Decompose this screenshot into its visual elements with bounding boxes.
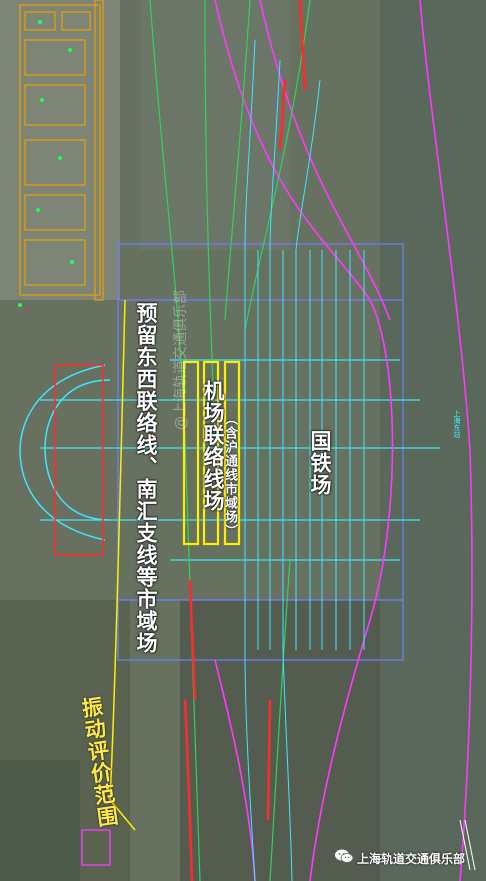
north-arrow-icon bbox=[459, 819, 476, 871]
site-boundary bbox=[214, 0, 473, 881]
red-track-segments bbox=[183, 0, 307, 881]
reserve-yard-label: 预留东西联络线、南汇支线等市域场 bbox=[134, 302, 158, 654]
national-rail-yard-label: 国铁场 bbox=[308, 430, 332, 496]
bottom-left-block bbox=[81, 829, 111, 866]
airport-link-yard-label: 机场联络线场 bbox=[201, 380, 225, 512]
station-frame bbox=[117, 243, 404, 661]
yard-highlight-boxes bbox=[182, 360, 241, 546]
account-name: 上海轨道交通俱乐部 bbox=[357, 852, 466, 866]
red-zone bbox=[54, 364, 104, 556]
station-tag-label: 上海东站 bbox=[453, 410, 461, 438]
watermark-text: @上海轨道交通俱乐部 bbox=[173, 290, 189, 430]
vibration-range-line bbox=[109, 299, 136, 831]
wechat-icon bbox=[335, 849, 354, 863]
platform-tracks bbox=[244, 39, 365, 881]
building-markers bbox=[18, 20, 74, 307]
building-blocks bbox=[19, 0, 104, 301]
cross-city-yard-label: （含沪通线市域场） bbox=[222, 412, 237, 538]
